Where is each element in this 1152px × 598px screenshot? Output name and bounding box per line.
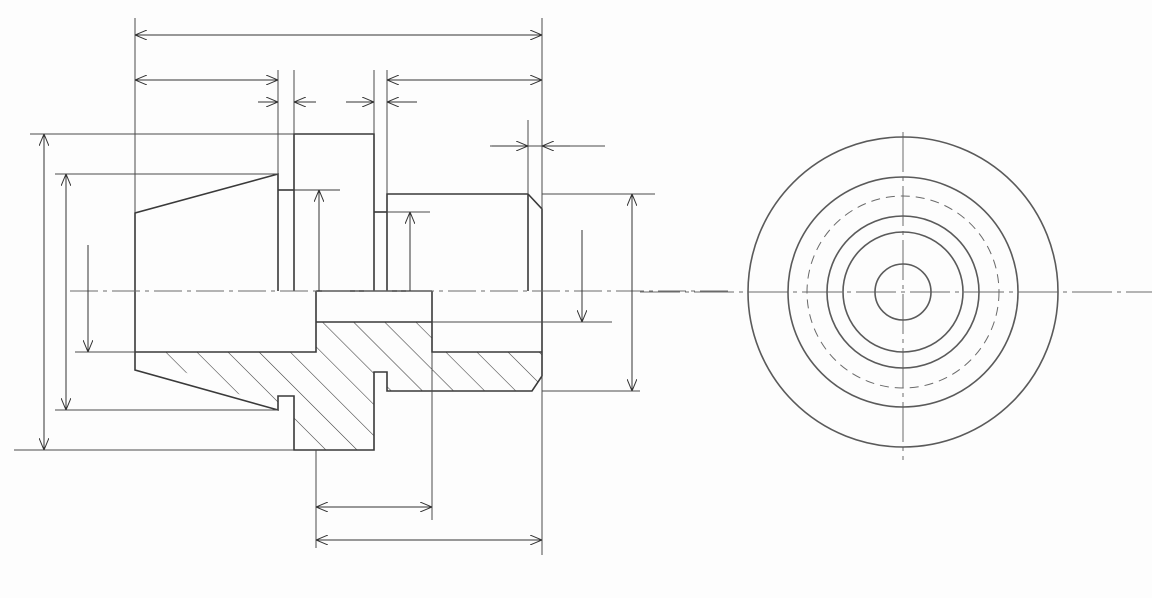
hidden-circle: [806, 195, 1000, 389]
section-hatching: [135, 322, 542, 450]
collar-circle: [787, 176, 1019, 408]
bore-circle: [874, 263, 932, 321]
extension-lines: [14, 18, 655, 555]
end-view: [640, 132, 1152, 460]
upper-half-outline: [134, 133, 543, 291]
dimension-lines: [44, 35, 632, 540]
front-section-view: [14, 18, 728, 555]
outer-circle: [747, 136, 1059, 448]
taper-small-circle: [842, 231, 964, 353]
step-circle: [826, 215, 980, 369]
